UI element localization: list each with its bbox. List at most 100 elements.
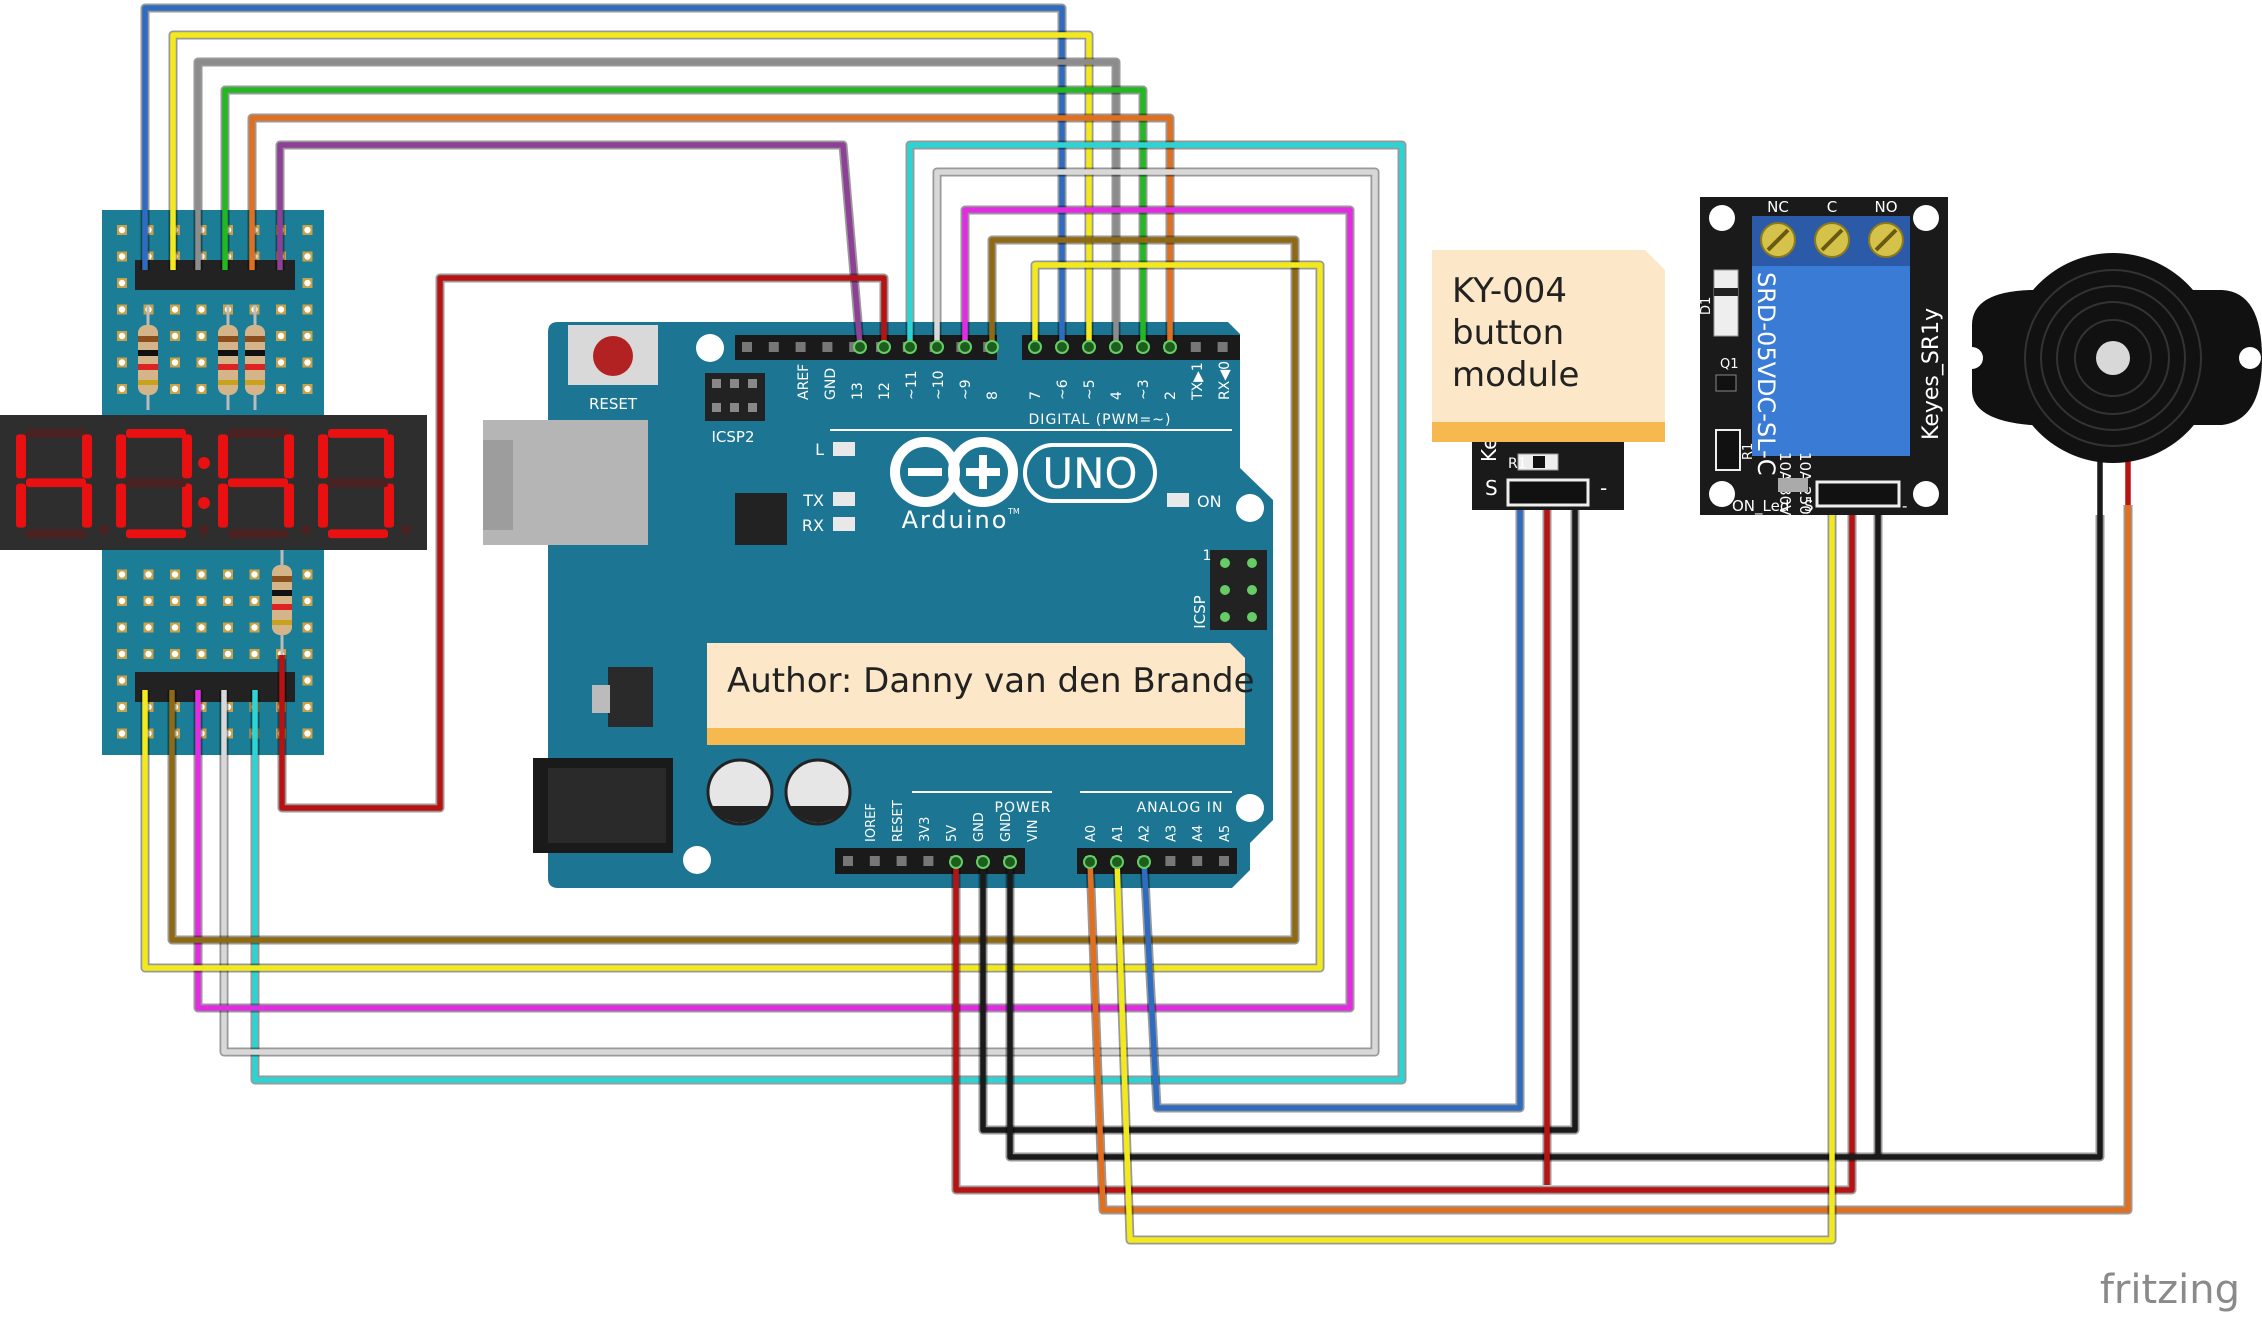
wire-endpoint [1163,340,1177,354]
segment-b [82,434,92,479]
arduino-uno-board: RESET ICSP2 1 ICSP [483,322,1273,888]
digital-pin-label: 13 [850,382,866,400]
resistor-3 [245,305,265,410]
wire-endpoint [1082,340,1096,354]
wire-green [222,87,1146,345]
segment-f [218,434,228,479]
wire-cyan [252,142,1405,1083]
relay-model-label: SRD-05VDC-SL-C [1752,272,1780,476]
power-pin-label: 5V [945,825,960,842]
wire-endpoint [930,340,944,354]
wire-shadow [193,57,1121,345]
segment-b [284,434,294,479]
relay-rating-line1: 10A 250VAC 10A 125VAC [1796,452,1814,642]
button-note-line3: module [1452,355,1579,395]
icsp-pin1-label: 1 [1203,548,1212,564]
power-pin-label: VIN [1026,820,1041,842]
digital-header-right [1022,335,1240,360]
button-r1-label: R1 [1508,456,1527,472]
relay-on-led [1778,478,1808,492]
analog-pin-label: A3 [1164,825,1179,842]
mounting-hole [1236,794,1264,822]
trademark-label: TM [1007,507,1020,516]
wire-white [221,169,1378,1055]
wire-endpoint [1110,855,1124,869]
digital-pin-label: 2 [1163,391,1179,400]
relay-pin-minus-label: - [1902,497,1907,515]
relay-r1-label: R1 [1741,443,1756,460]
power-pin-label: RESET [891,800,906,842]
uno-badge [1023,443,1157,503]
digital-header-label: DIGITAL (PWM=~) [1029,412,1172,428]
relay-terminal-c-label: C [1827,198,1837,216]
mounting-hole [683,846,711,874]
wire-endpoint [853,340,867,354]
segment-g [228,478,288,488]
perfboard-holes [117,225,313,739]
resistors [138,305,292,655]
analog-pin-label: A5 [1218,825,1233,842]
led-on [1167,493,1189,507]
relay-terminal-no [1868,222,1904,258]
analog-pin-label: A4 [1191,825,1206,842]
segment-d [126,529,186,539]
analog-pin-label: A2 [1138,825,1153,842]
segment-f [318,434,328,479]
author-note-text: Author: Danny van den Brande [727,661,1255,701]
wire-endpoint [1028,340,1042,354]
wire-endpoint [1137,855,1151,869]
wire-orange [1087,505,2131,1213]
button-note-line2: button [1452,313,1564,353]
power-pin-label: IOREF [864,803,879,842]
button-pin-minus-label: - [1600,476,1607,500]
segment-f [116,434,126,479]
digital-pin-label: 8 [985,391,1001,400]
wire-black [980,495,1578,1133]
wire-yellow [142,262,1323,971]
digital-pin-label: ~11 [904,370,920,400]
segment-e [218,483,228,528]
relay-rating-line2: 10A 30VDC 10A 28VDC [1776,452,1794,628]
wire-endpoint [1109,340,1123,354]
led-rx-label: RX [802,516,824,535]
power-pin-label: GND [999,812,1014,842]
segment-a [228,429,288,438]
led-l [833,442,855,456]
wire-yellow [1114,495,1835,1243]
mounting-hole [696,334,724,362]
segment-f [16,434,26,479]
relay-terminal-nc-label: NC [1767,198,1789,216]
relay-brand-label: Keyes_SR1y [1919,308,1944,440]
wire-endpoint [976,855,990,869]
wire-red [953,495,1855,1193]
wire-endpoint [958,340,972,354]
relay-module: NC C NO 10A 250VAC 10A 125VAC 10A 30VDC … [1699,197,1948,642]
relay-q1-label: Q1 [1720,357,1739,372]
relay-terminal-nc [1760,222,1796,258]
segment-b [182,434,192,479]
uno-label: UNO [1042,449,1137,498]
digital-pin-label: ~3 [1136,379,1152,400]
voltage-regulator [608,667,653,727]
segment-g [126,478,186,488]
analog-header [1077,848,1237,874]
wire-shadow [220,85,1148,345]
digital-pin-label: 7 [1028,391,1044,400]
power-pin-label: 3V3 [918,817,933,842]
segment-g [328,478,388,488]
analog-header-label: ANALOG IN [1137,800,1224,816]
wire-endpoint [1055,340,1069,354]
icsp-label: ICSP [1191,595,1209,628]
icsp2-label: ICSP2 [711,428,754,446]
led-rx [833,517,855,531]
arduino-infinity-logo-icon [890,437,1018,507]
wire-gray [195,59,1119,345]
digital-pin-label: ~9 [958,379,974,400]
button-module-note: KY-004 button module [1432,250,1665,442]
segment-d [26,529,86,539]
wire-endpoints [853,340,1177,869]
relay-pin-s-label: S [1804,497,1814,515]
digital-pin-label: 12 [877,382,893,400]
piezo-buzzer [1961,253,2262,463]
